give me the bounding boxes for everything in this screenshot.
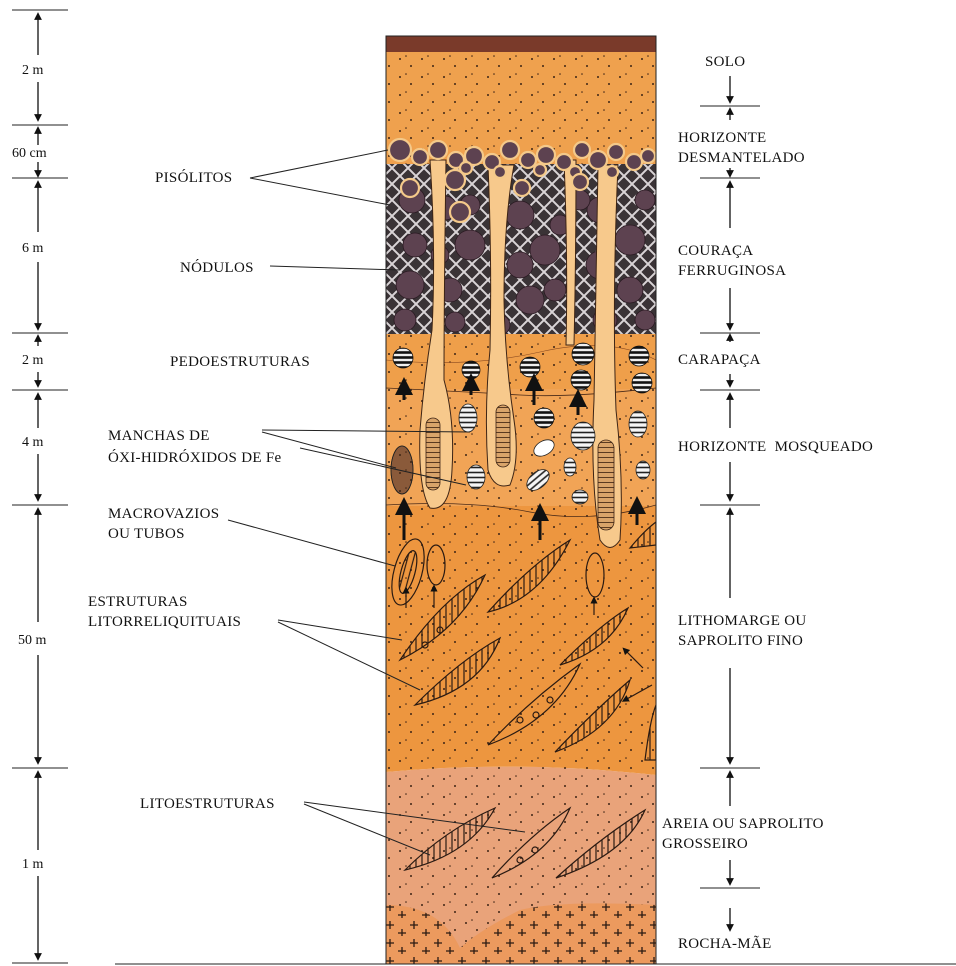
horizon-carapace: CARAPAÇA bbox=[678, 352, 761, 368]
pisolite bbox=[520, 152, 536, 168]
label-mottles-line1: MANCHAS DE bbox=[108, 428, 210, 444]
pisolite bbox=[514, 180, 530, 196]
horizon-mottled: HORIZONTE MOSQUEADO bbox=[678, 439, 873, 455]
label-pisolites: PISÓLITOS bbox=[155, 169, 232, 186]
pisolite bbox=[537, 146, 555, 164]
nodule bbox=[617, 277, 643, 303]
nodule bbox=[615, 225, 645, 255]
nodule bbox=[544, 279, 566, 301]
horizon-cuirass-line1: COURAÇA bbox=[678, 243, 753, 259]
pisolite bbox=[534, 164, 546, 176]
horizon-lithomarge-line1: LITHOMARGE OU bbox=[678, 613, 806, 629]
pisolite bbox=[574, 142, 590, 158]
nodule bbox=[516, 286, 544, 314]
pisolite bbox=[412, 149, 428, 165]
horizon-cuirass-line2: FERRUGINOSA bbox=[678, 263, 786, 279]
label-lithorelicts-line2: LITORRELIQUITUAIS bbox=[88, 614, 241, 630]
pisolite bbox=[445, 170, 465, 190]
thickness-label: 6 m bbox=[22, 241, 44, 256]
nodule bbox=[507, 252, 533, 278]
thickness-scale: 2 m 60 cm 6 m 2 m 4 m 50 m 1 m bbox=[12, 10, 68, 963]
horizon-sand-line2: GROSSEIRO bbox=[662, 836, 748, 852]
thickness-label: 50 m bbox=[18, 633, 47, 648]
pisolite bbox=[389, 139, 411, 161]
pisolite bbox=[608, 144, 624, 160]
pisolite bbox=[589, 151, 607, 169]
horizon-dismantled-line1: HORIZONTE bbox=[678, 130, 767, 146]
thickness-label: 60 cm bbox=[12, 146, 47, 161]
pisolite bbox=[429, 141, 447, 159]
pisolite bbox=[450, 202, 470, 222]
label-nodules: NÓDULOS bbox=[180, 259, 254, 276]
pisolite bbox=[641, 149, 655, 163]
pisolite bbox=[501, 141, 519, 159]
pisolite bbox=[626, 154, 642, 170]
nodule bbox=[530, 235, 560, 265]
horizon-sand-line1: AREIA OU SAPROLITO bbox=[662, 816, 824, 832]
label-mottles-line2: ÓXI-HIDRÓXIDOS DE Fe bbox=[108, 449, 282, 466]
thickness-label: 4 m bbox=[22, 435, 44, 450]
nodule bbox=[396, 271, 424, 299]
nodule bbox=[506, 201, 534, 229]
label-pedostructures: PEDOESTRUTURAS bbox=[170, 354, 310, 370]
topsoil-band bbox=[386, 36, 656, 52]
horizon-dismantled-line2: DESMANTELADO bbox=[678, 150, 805, 166]
nodule bbox=[394, 309, 416, 331]
pisolite bbox=[401, 179, 419, 197]
thickness-label: 2 m bbox=[22, 353, 44, 368]
label-lithorelicts-line1: ESTRUTURAS bbox=[88, 594, 188, 610]
label-macrovoids-line1: MACROVAZIOS bbox=[108, 506, 219, 522]
pisolite bbox=[494, 166, 506, 178]
profile-column bbox=[386, 36, 656, 964]
thickness-label: 2 m bbox=[22, 63, 44, 78]
label-lithostructures: LITOESTRUTURAS bbox=[140, 796, 275, 812]
nodule bbox=[445, 312, 465, 332]
nodule bbox=[455, 230, 485, 260]
horizon-solo: SOLO bbox=[705, 54, 745, 70]
nodule bbox=[635, 190, 655, 210]
label-macrovoids-line2: OU TUBOS bbox=[108, 526, 185, 542]
pisolite bbox=[572, 174, 588, 190]
horizon-lithomarge-line2: SAPROLITO FINO bbox=[678, 633, 803, 649]
thickness-label: 1 m bbox=[22, 857, 44, 872]
horizon-scale: SOLO HORIZONTE DESMANTELADO COURAÇA FERR… bbox=[662, 54, 873, 952]
nodule bbox=[403, 233, 427, 257]
horizon-bedrock: ROCHA-MÃE bbox=[678, 936, 772, 952]
nodule bbox=[635, 310, 655, 330]
pisolite bbox=[606, 166, 618, 178]
